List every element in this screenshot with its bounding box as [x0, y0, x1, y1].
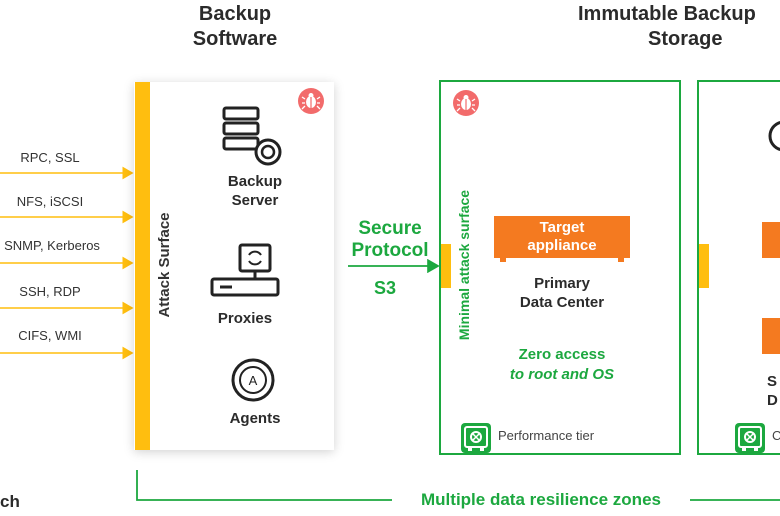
lock-icon — [766, 118, 780, 159]
minimal-attack-surface-label: Minimal attack surface — [456, 189, 472, 341]
vault-icon — [735, 423, 765, 453]
resilience-zones-label: Multiple data resilience zones — [421, 490, 661, 509]
zero-access-sub-label: to root and OS — [509, 366, 615, 383]
attack-surface-label: Attack Surface — [156, 212, 173, 318]
svg-text:A: A — [249, 373, 258, 388]
protocol-label: SSH, RDP — [19, 284, 81, 299]
attack-surface-bar — [135, 82, 150, 450]
zero-access-label: Zero access — [518, 346, 606, 363]
proxies-label: Proxies — [217, 310, 273, 327]
target-appliance: Target appliance — [494, 216, 630, 258]
secondary-location-label: S D — [767, 373, 778, 409]
bug-icon — [453, 90, 479, 116]
secondary-target-box — [762, 222, 780, 258]
protocol-label: SNMP, Kerberos — [4, 238, 100, 253]
bug-icon — [298, 88, 324, 114]
protocol-label: RPC, SSL — [20, 150, 80, 165]
immutable-storage-heading: Immutable Backup Storage — [578, 3, 756, 50]
primary-zone — [439, 80, 681, 455]
target-appliance-feet — [500, 258, 624, 262]
s3-label: S3 — [373, 278, 397, 298]
proxy-icon — [210, 243, 282, 304]
secondary-target-box-2 — [762, 318, 780, 354]
secondary-zone — [697, 80, 780, 455]
left-cut-label: ch — [0, 492, 20, 511]
minimal-surface-bar — [441, 244, 451, 288]
agent-icon: A — [228, 355, 278, 410]
protocol-label: CIFS, WMI — [18, 328, 82, 343]
protocol-label: NFS, iSCSI — [16, 194, 84, 209]
server-icon — [222, 106, 286, 171]
secure-protocol-label: Secure Protocol — [351, 218, 429, 261]
primary-data-center-label: Primary Data Center — [519, 275, 605, 311]
secondary-surface-bar — [699, 244, 709, 288]
performance-tier-label: Performance tier — [498, 428, 595, 443]
backup-software-heading: Backup Software — [192, 3, 278, 50]
agents-label: Agents — [229, 410, 281, 427]
backup-server-label: Backup Server — [227, 173, 283, 209]
resilience-bracket — [136, 470, 392, 501]
secondary-tier-label: C — [772, 428, 780, 443]
vault-icon — [461, 423, 491, 453]
